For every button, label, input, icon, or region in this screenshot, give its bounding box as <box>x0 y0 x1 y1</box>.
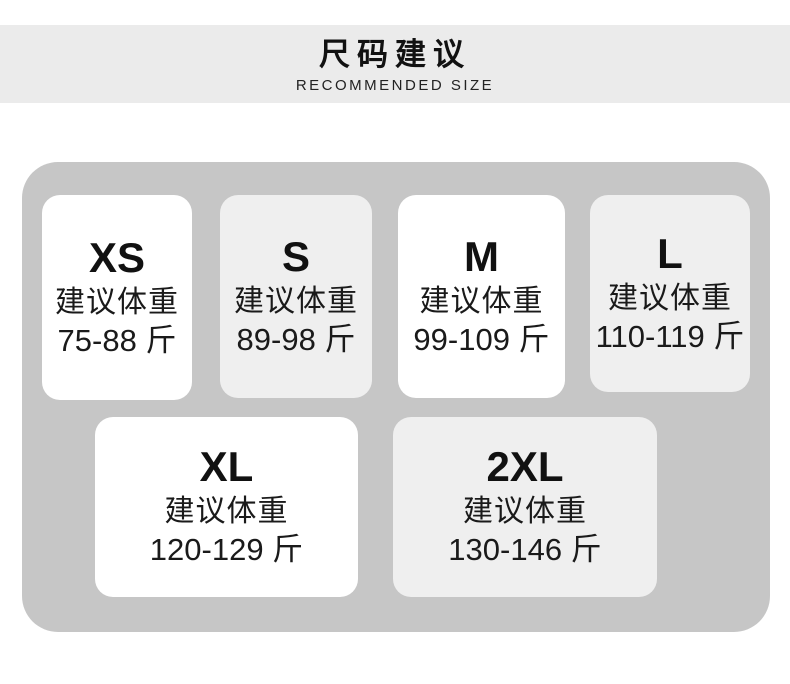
weight-advice-label: 建议体重 <box>234 284 358 318</box>
weight-advice-label: 建议体重 <box>419 284 544 318</box>
weight-range: 120-129 斤 <box>149 532 304 567</box>
size-card-m: M 建议体重 99-109 斤 <box>398 195 565 398</box>
weight-range: 89-98 斤 <box>236 321 356 357</box>
size-card-xl: XL 建议体重 120-129 斤 <box>95 417 358 597</box>
weight-range: 130-146 斤 <box>448 532 602 567</box>
weight-advice-label: 建议体重 <box>164 495 289 528</box>
weight-advice-label: 建议体重 <box>608 281 732 315</box>
size-panel: XS 建议体重 75-88 斤 S 建议体重 89-98 斤 M 建议体重 99… <box>22 162 770 632</box>
page-subtitle: RECOMMENDED SIZE <box>295 77 495 94</box>
size-label: XL <box>199 443 254 490</box>
size-card-xs: XS 建议体重 75-88 斤 <box>42 195 192 400</box>
size-card-2xl: 2XL 建议体重 130-146 斤 <box>393 417 657 597</box>
weight-range: 75-88 斤 <box>57 322 177 358</box>
weight-range: 110-119 斤 <box>595 318 745 354</box>
size-card-l: L 建议体重 110-119 斤 <box>590 195 750 392</box>
weight-advice-label: 建议体重 <box>463 495 587 528</box>
size-label: XS <box>88 233 146 281</box>
header-band: 尺码建议 RECOMMENDED SIZE <box>0 25 790 103</box>
size-label: S <box>281 232 310 280</box>
weight-range: 99-109 斤 <box>413 321 550 357</box>
size-card-s: S 建议体重 89-98 斤 <box>220 195 372 398</box>
size-label: 2XL <box>486 443 564 490</box>
page-title: 尺码建议 <box>319 37 471 72</box>
size-label: L <box>657 229 683 277</box>
size-label: M <box>464 232 499 280</box>
weight-advice-label: 建议体重 <box>55 285 179 319</box>
